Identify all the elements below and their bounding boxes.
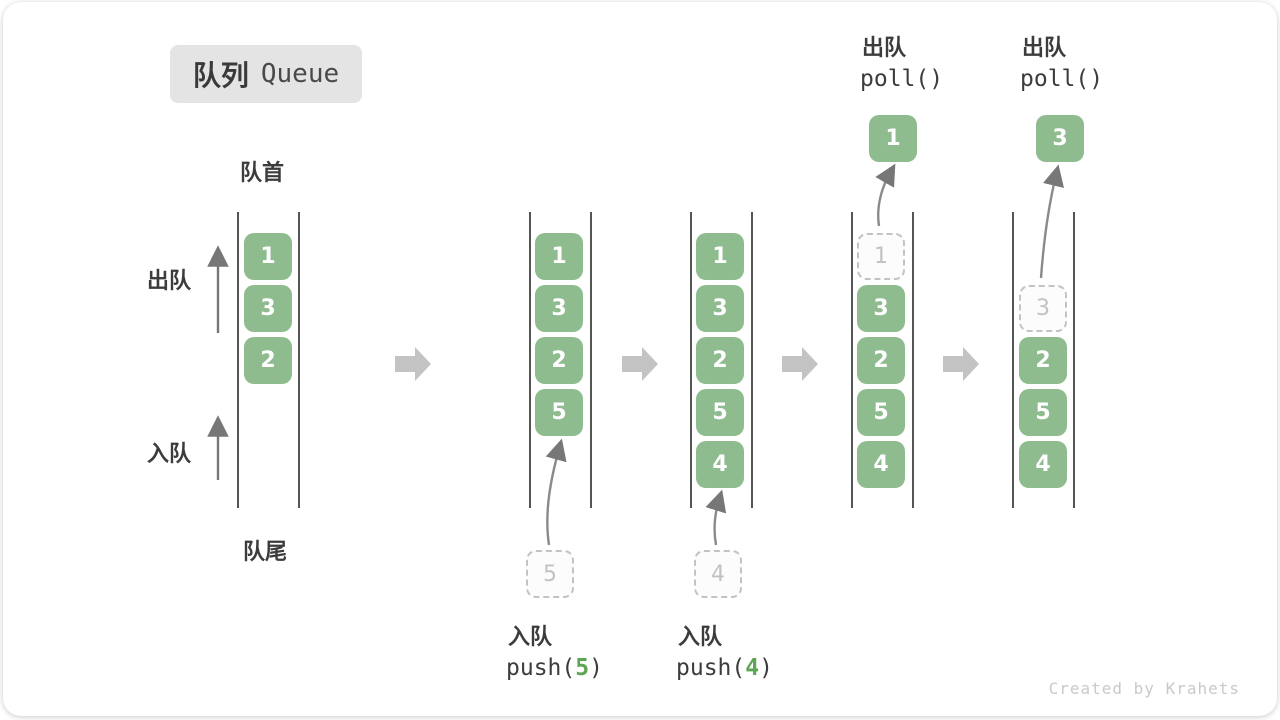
queue-wall: [529, 212, 531, 508]
queue-cell: 2: [244, 337, 292, 384]
queue-cell: 2: [857, 337, 905, 384]
push-arg: 5: [575, 655, 590, 681]
push-fn: push(: [676, 655, 746, 681]
queue-cell: 1: [696, 233, 744, 280]
queue-cell: 2: [535, 337, 583, 384]
title-zh: 队列: [192, 60, 249, 91]
watermark: Created by Krahets: [1048, 679, 1240, 698]
queue-cell: 4: [1019, 441, 1067, 488]
queue-cell: 2: [1019, 337, 1067, 384]
polled-cell: 1: [869, 115, 917, 162]
queue-wall: [1012, 212, 1014, 508]
removed-ghost-cell: 3: [1019, 285, 1067, 332]
dequeue-op-label: 出队: [1022, 35, 1067, 60]
queue-wall: [690, 212, 692, 508]
queue-cell: 4: [696, 441, 744, 488]
queue-cell: 3: [535, 285, 583, 332]
title-badge: 队列 Queue: [170, 45, 362, 103]
queue-wall: [590, 212, 592, 508]
queue-wall: [851, 212, 853, 508]
removed-ghost-cell: 1: [857, 233, 905, 280]
incoming-ghost-cell: 4: [694, 550, 742, 598]
queue-cell: 5: [696, 389, 744, 436]
queue-wall: [1073, 212, 1075, 508]
queue-cell: 3: [696, 285, 744, 332]
queue-wall: [237, 212, 239, 508]
poll-code-label: poll(): [860, 66, 944, 92]
queue-cell: 5: [857, 389, 905, 436]
push-fn: push(: [506, 655, 576, 681]
queue-cell: 5: [535, 389, 583, 436]
enqueue-op-label: 入队: [678, 624, 723, 649]
diagram-card: [3, 2, 1277, 716]
queue-front-label: 队首: [240, 160, 285, 185]
queue-wall: [751, 212, 753, 508]
incoming-ghost-cell: 5: [526, 550, 574, 598]
queue-cell: 4: [857, 441, 905, 488]
enqueue-op-label: 入队: [508, 624, 553, 649]
queue-cell: 2: [696, 337, 744, 384]
queue-wall: [912, 212, 914, 508]
push-close: ): [759, 655, 773, 681]
polled-cell: 3: [1036, 115, 1084, 162]
poll-code-label: poll(): [1020, 66, 1104, 92]
queue-cell: 1: [244, 233, 292, 280]
queue-cell: 3: [244, 285, 292, 332]
queue-cell: 5: [1019, 389, 1067, 436]
push-code-label: push(5): [506, 655, 603, 681]
dequeue-label: 出队: [147, 268, 192, 293]
queue-rear-label: 队尾: [243, 539, 288, 564]
push-code-label: push(4): [676, 655, 773, 681]
queue-cell: 3: [857, 285, 905, 332]
enqueue-label: 入队: [147, 441, 192, 466]
queue-wall: [298, 212, 300, 508]
push-arg: 4: [745, 655, 760, 681]
dequeue-op-label: 出队: [862, 35, 907, 60]
queue-cell: 1: [535, 233, 583, 280]
title-en: Queue: [260, 59, 340, 89]
push-close: ): [589, 655, 603, 681]
